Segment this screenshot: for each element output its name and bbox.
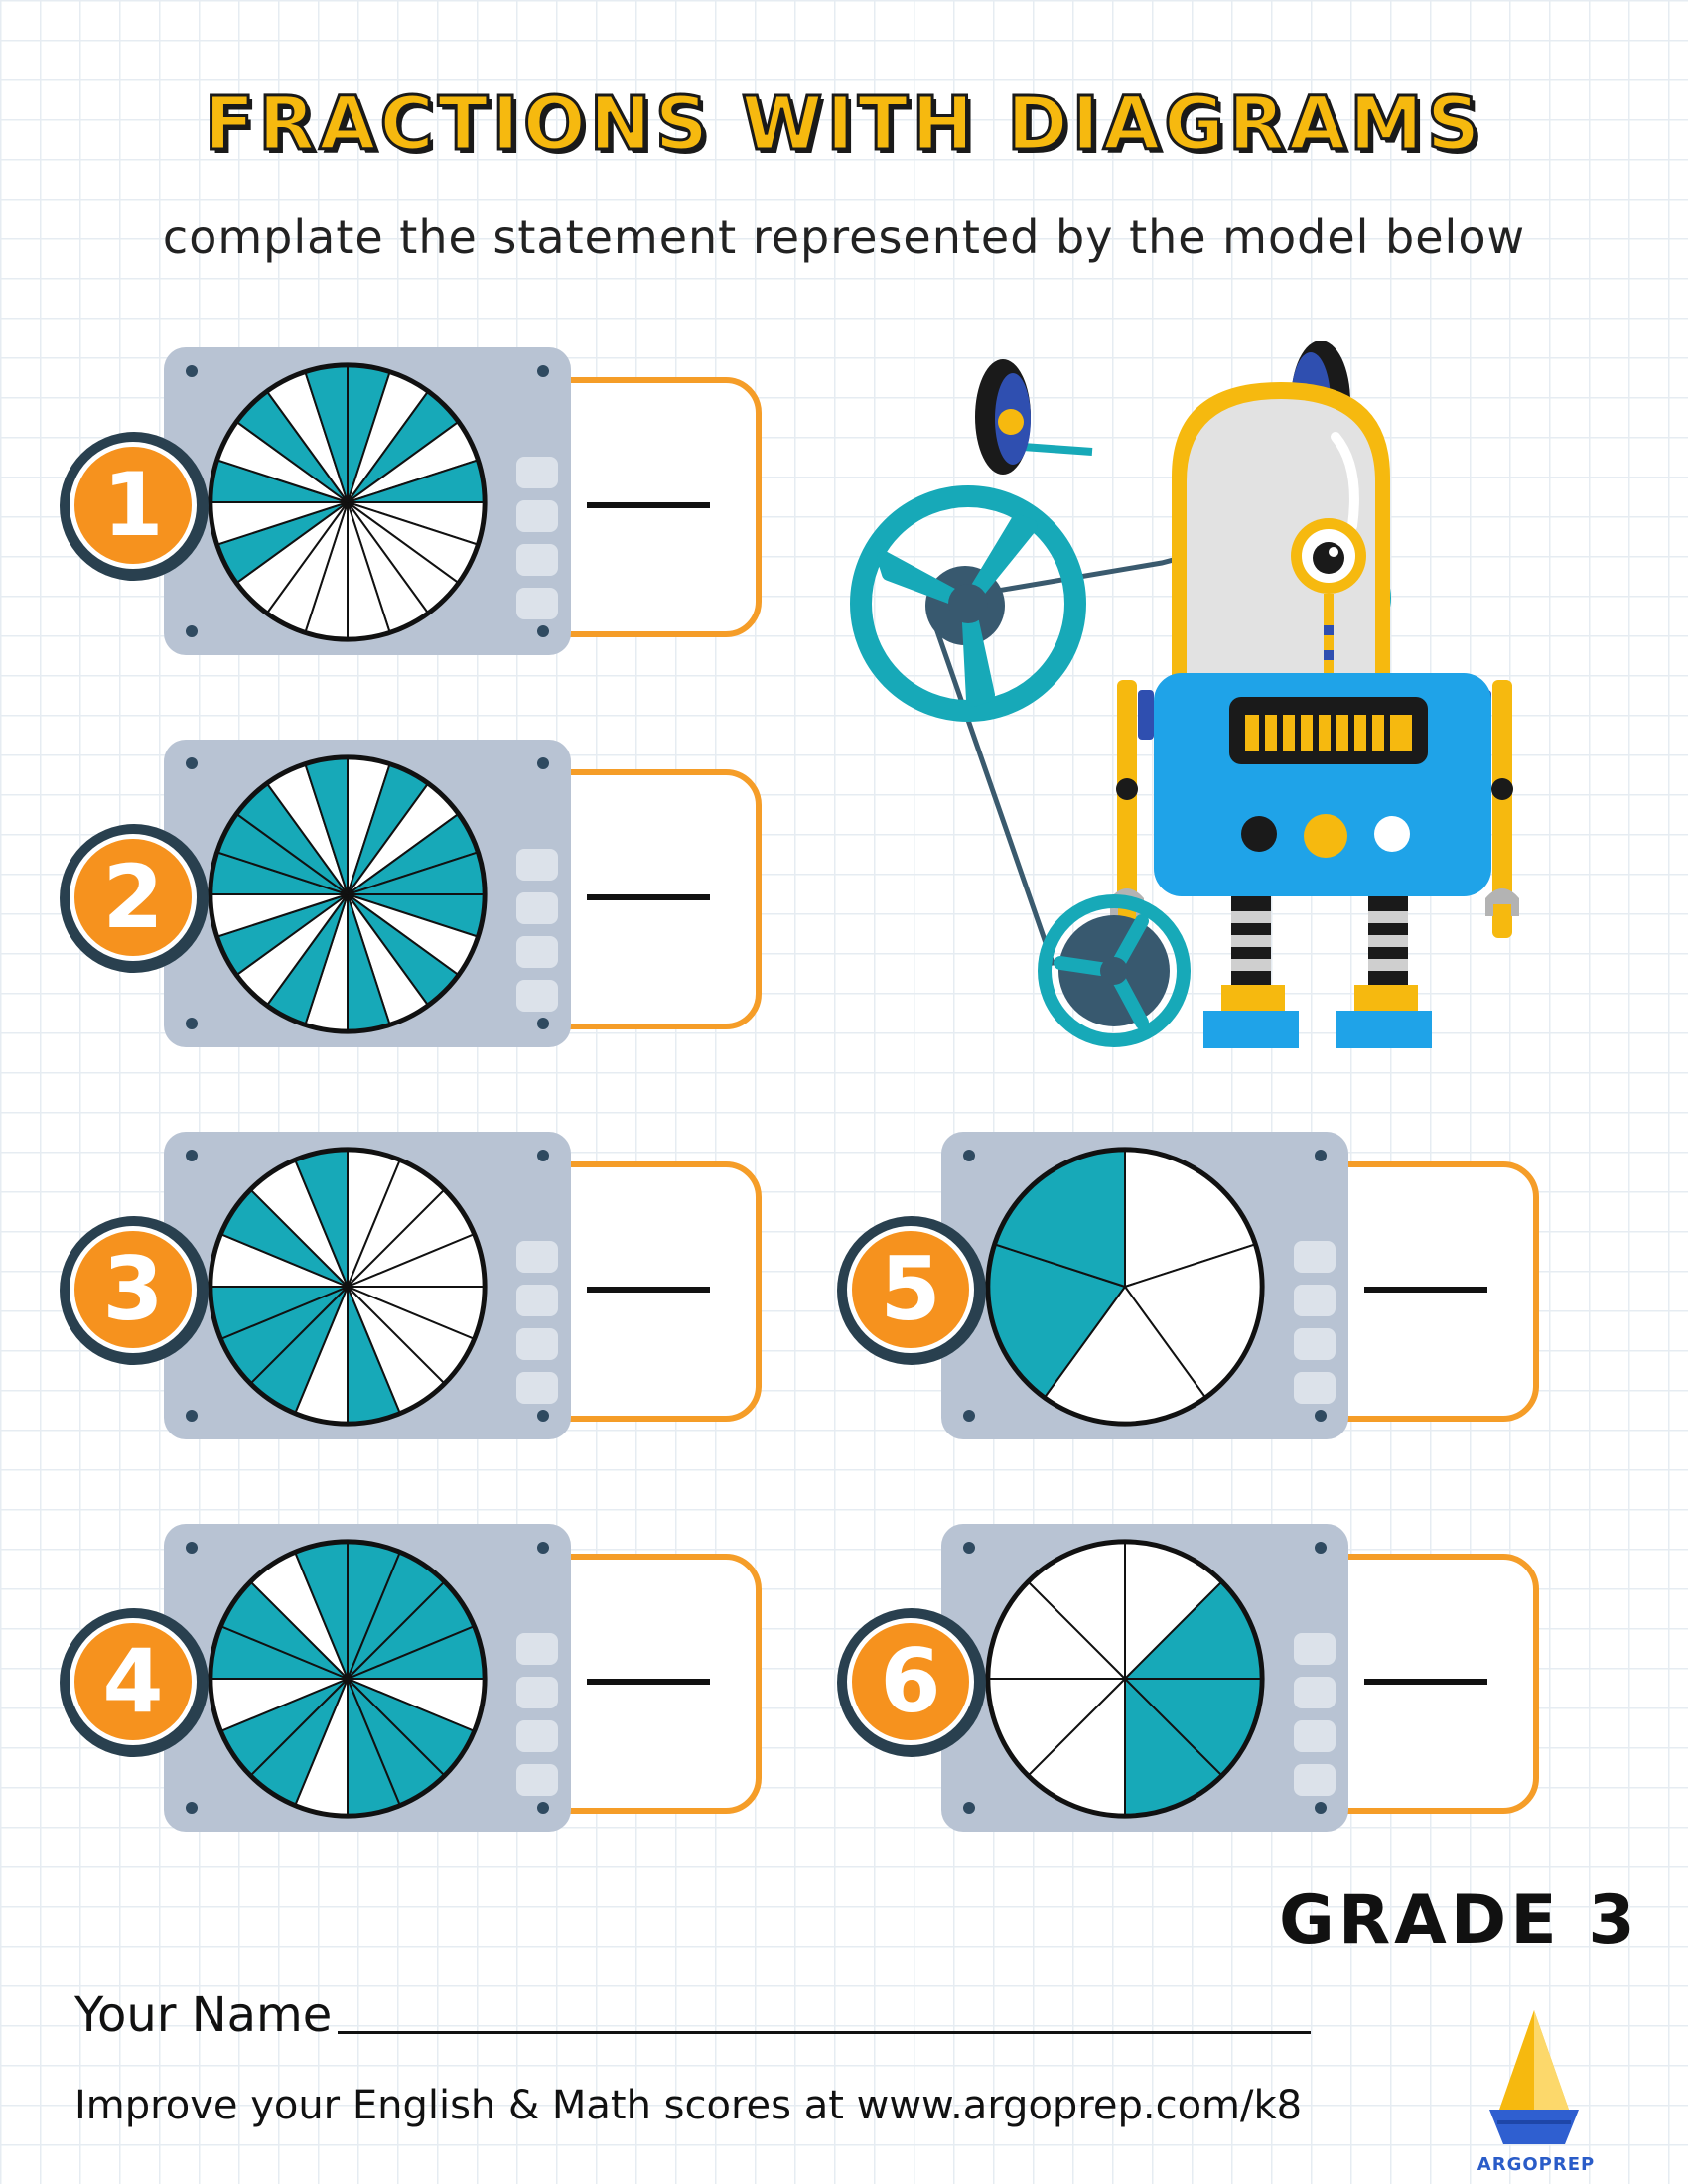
name-input-line[interactable] [338, 2031, 1311, 2034]
screw [537, 1150, 549, 1161]
screw [963, 1410, 975, 1422]
gear-icon [850, 485, 1086, 722]
screw [537, 365, 549, 377]
answer-blank[interactable] [587, 502, 710, 508]
problem-number-badge: 5 [847, 1226, 974, 1353]
answer-blank[interactable] [587, 1287, 710, 1293]
circle-outline [208, 1147, 488, 1427]
problem-3: = 3 [60, 1132, 762, 1439]
screw [537, 1018, 549, 1029]
answer-blank[interactable] [587, 1679, 710, 1685]
screw [186, 1542, 198, 1554]
answer-blank[interactable] [1364, 1679, 1487, 1685]
panel-keys [516, 1633, 558, 1808]
screw [963, 1542, 975, 1554]
screw [1315, 1542, 1327, 1554]
screw [537, 1542, 549, 1554]
screw [537, 1802, 549, 1814]
fraction-circle-diagram [208, 754, 488, 1034]
problem-number-badge: 4 [70, 1618, 197, 1745]
fraction-circle-diagram [985, 1539, 1265, 1819]
screw [1315, 1410, 1327, 1422]
problem-5: = 5 [837, 1132, 1539, 1439]
problem-6: = 6 [837, 1524, 1539, 1832]
screw [186, 365, 198, 377]
panel-keys [516, 1241, 558, 1416]
screw [186, 757, 198, 769]
screw [963, 1150, 975, 1161]
gear-icon [1038, 894, 1191, 1047]
name-label: Your Name [74, 1987, 333, 2043]
problem-4: = 4 [60, 1524, 762, 1832]
grade-level-label: GRADE 3 [1279, 1881, 1639, 1960]
screw [1315, 1150, 1327, 1161]
screw [537, 757, 549, 769]
logo-wordmark: ARGOPREP [1477, 2154, 1596, 2175]
circle-outline [208, 1539, 488, 1819]
panel-keys [516, 849, 558, 1024]
worksheet-instructions: complate the statement represented by th… [162, 210, 1526, 264]
argoprep-logo-icon [1489, 2010, 1579, 2144]
screw [186, 1802, 198, 1814]
panel-keys [516, 457, 558, 631]
robot-illustration [850, 341, 1519, 1048]
screw [186, 625, 198, 637]
screw [537, 1410, 549, 1422]
worksheet-title: FRACTIONS WITH DIAGRAMS [203, 80, 1484, 169]
fraction-circle-diagram [985, 1147, 1265, 1427]
problem-number-badge: 3 [70, 1226, 197, 1353]
screw [537, 625, 549, 637]
problem-number-badge: 2 [70, 834, 197, 961]
circle-outline [985, 1147, 1265, 1427]
screw [186, 1018, 198, 1029]
fraction-circle-diagram [208, 1147, 488, 1427]
fraction-circle-diagram [208, 1539, 488, 1819]
antenna-dish-icon [975, 359, 1031, 475]
panel-keys [1294, 1633, 1336, 1808]
panel-keys [1294, 1241, 1336, 1416]
problem-2: = 2 [60, 740, 762, 1047]
circle-outline [208, 754, 488, 1034]
circle-outline [985, 1539, 1265, 1819]
problem-1: = 1 [60, 347, 762, 655]
screw [186, 1150, 198, 1161]
problem-number-badge: 1 [70, 442, 197, 569]
screw [1315, 1802, 1327, 1814]
screw [186, 1410, 198, 1422]
circle-outline [208, 362, 488, 642]
robot-eye-icon [1291, 518, 1366, 594]
screw [963, 1802, 975, 1814]
problem-number-badge: 6 [847, 1618, 974, 1745]
answer-blank[interactable] [587, 894, 710, 900]
answer-blank[interactable] [1364, 1287, 1487, 1293]
fraction-circle-diagram [208, 362, 488, 642]
footer-promo-text: Improve your English & Math scores at ww… [74, 2083, 1303, 2128]
